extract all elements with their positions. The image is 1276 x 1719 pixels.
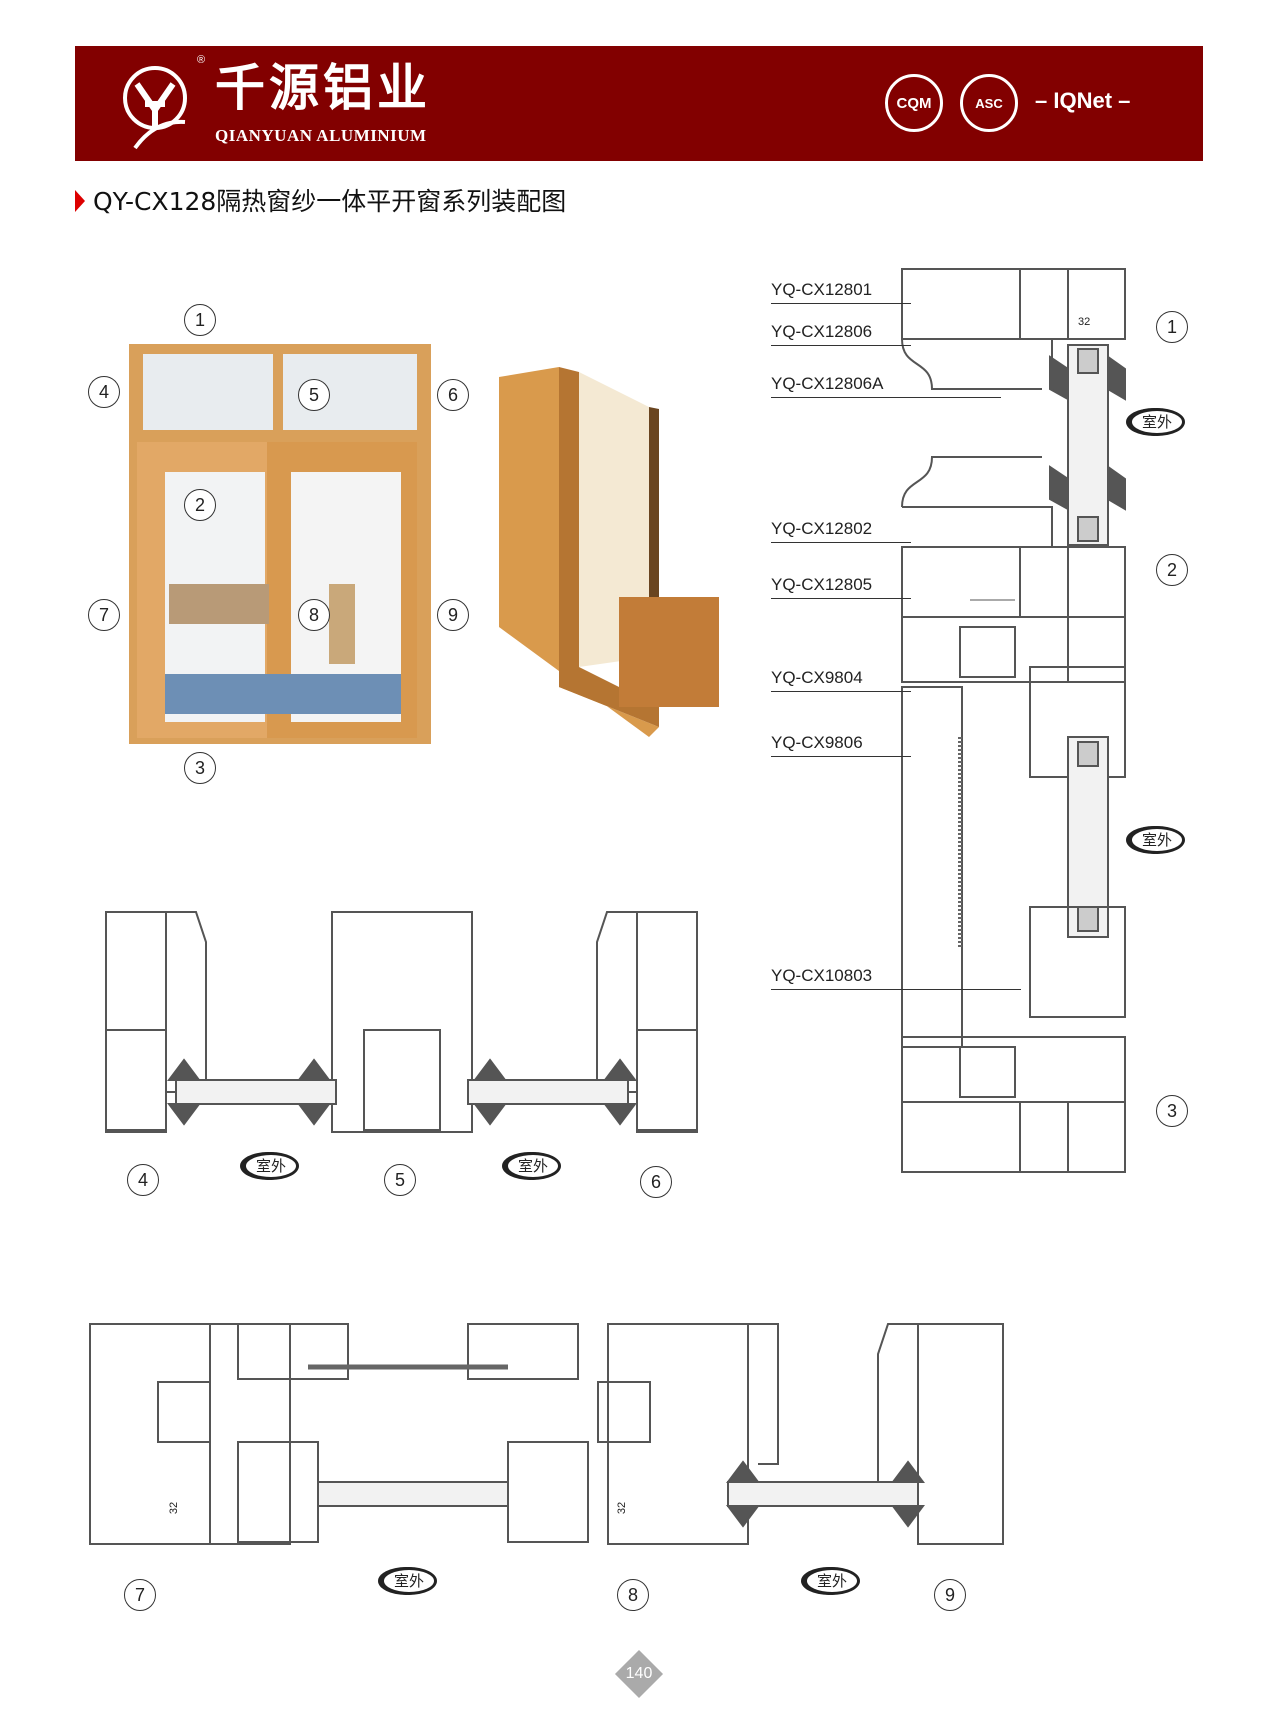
brand-logo (123, 66, 187, 150)
section-number-8: 8 (617, 1579, 649, 1611)
title-marker-icon (75, 190, 85, 212)
brand-name-en: QIANYUAN ALUMINIUM (215, 126, 427, 145)
horizontal-section-456 (105, 911, 698, 1133)
outdoor-label: 室外 (1129, 826, 1185, 854)
page-title-text: QY-CX128隔热窗纱一体平开窗系列装配图 (93, 187, 567, 216)
outdoor-label: 室外 (804, 1567, 860, 1595)
outdoor-label: 室外 (505, 1152, 561, 1180)
section-number-9: 9 (934, 1579, 966, 1611)
page-title: QY-CX128隔热窗纱一体平开窗系列装配图 (75, 186, 566, 218)
profile-label-12806: YQ-CX12806 (771, 322, 911, 346)
page-number: 140 (625, 1665, 653, 1682)
callout-1: 1 (184, 304, 216, 336)
callout-6: 6 (437, 379, 469, 411)
profile-label-12801: YQ-CX12801 (771, 280, 911, 304)
section-number-7: 7 (124, 1579, 156, 1611)
iqnet-text: IQNet (1053, 88, 1113, 113)
section-number-2: 2 (1156, 554, 1188, 586)
profile-corner-photo (499, 367, 719, 737)
brand-name-cn: 千源铝业 (215, 59, 431, 117)
profile-label-12806a: YQ-CX12806A (771, 374, 1001, 398)
section-number-4: 4 (127, 1164, 159, 1196)
dimension-32-middle: 32 (616, 1501, 629, 1515)
profile-label-12802: YQ-CX12802 (771, 519, 911, 543)
iqnet-cert-logo: – IQNet – (1035, 88, 1131, 113)
profile-label-9806: YQ-CX9806 (771, 733, 911, 757)
cqm-cert-logo: CQM (885, 74, 943, 132)
outdoor-label: 室外 (381, 1567, 437, 1595)
horizontal-section-789 (89, 1323, 1004, 1545)
callout-4: 4 (88, 376, 120, 408)
section-number-1: 1 (1156, 311, 1188, 343)
callout-8: 8 (298, 599, 330, 631)
section-number-6: 6 (640, 1166, 672, 1198)
profile-label-9804: YQ-CX9804 (771, 668, 911, 692)
registered-mark: ® (197, 54, 206, 66)
section-number-5: 5 (384, 1164, 416, 1196)
callout-3: 3 (184, 752, 216, 784)
callout-9: 9 (437, 599, 469, 631)
section-number-3: 3 (1156, 1095, 1188, 1127)
header-banner: ® 千源铝业 QIANYUAN ALUMINIUM CQM ASC – IQNe… (75, 46, 1203, 161)
callout-2: 2 (184, 489, 216, 521)
outdoor-label: 室外 (243, 1152, 299, 1180)
window-photo (129, 344, 431, 744)
profile-label-10803: YQ-CX10803 (771, 966, 1021, 990)
callout-5: 5 (298, 379, 330, 411)
dimension-32-left: 32 (168, 1501, 181, 1515)
profile-label-12805: YQ-CX12805 (771, 575, 911, 599)
dimension-32-right: 32 (1078, 316, 1091, 328)
vertical-section-drawing (901, 268, 1126, 1173)
outdoor-label: 室外 (1129, 408, 1185, 436)
callout-7: 7 (88, 599, 120, 631)
asc-cert-logo: ASC (960, 74, 1018, 132)
